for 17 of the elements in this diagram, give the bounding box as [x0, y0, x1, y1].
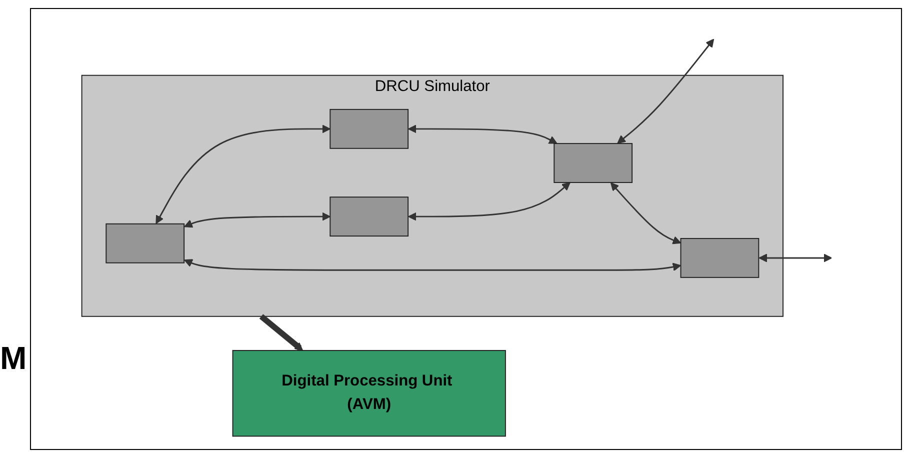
arrow: [610, 182, 681, 244]
node-box: Digital Processing Unit (AVM): [232, 350, 506, 437]
node-box: [329, 196, 408, 237]
cluster: DRCU Simulator: [80, 74, 784, 317]
arrow: [616, 38, 714, 144]
arrow: [408, 182, 570, 221]
node-box: [553, 143, 632, 183]
arrow: [184, 259, 681, 272]
arrow: [258, 314, 303, 351]
node-box: [105, 223, 184, 264]
node-box: [680, 238, 759, 278]
arrow: [758, 254, 832, 262]
cut-off-text: M: [0, 340, 27, 377]
node-box: [329, 108, 408, 149]
arrow: [155, 124, 330, 224]
arrow: [184, 212, 330, 228]
arrow: [408, 124, 557, 144]
